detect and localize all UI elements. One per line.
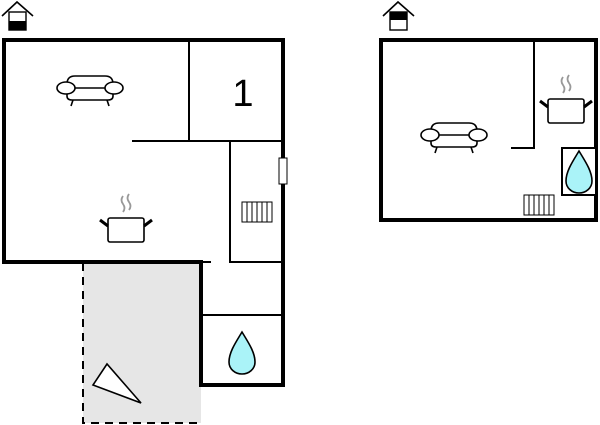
kitchen-pot-icon <box>98 192 154 244</box>
interior-walls-upper <box>511 40 535 149</box>
window <box>278 157 288 185</box>
kitchen-pot-icon <box>538 73 594 125</box>
sofa-icon <box>56 75 124 107</box>
terrace-triangle-icon <box>91 362 142 404</box>
sofa-icon <box>420 122 488 154</box>
terrace-outline <box>82 263 201 424</box>
ground-floor-plan: 1 <box>1 0 288 424</box>
interior-walls <box>132 40 283 316</box>
room-number: 1 <box>232 73 253 115</box>
outer-walls-upper <box>379 38 598 222</box>
radiator-icon <box>523 194 555 216</box>
upper-floor-plan <box>379 0 598 222</box>
radiator-icon <box>241 201 273 223</box>
outer-walls <box>2 38 285 387</box>
terrace <box>83 263 201 423</box>
bathroom-drop-icon <box>228 331 256 375</box>
home-icon-ground <box>1 0 34 31</box>
home-icon-upper <box>382 0 415 31</box>
